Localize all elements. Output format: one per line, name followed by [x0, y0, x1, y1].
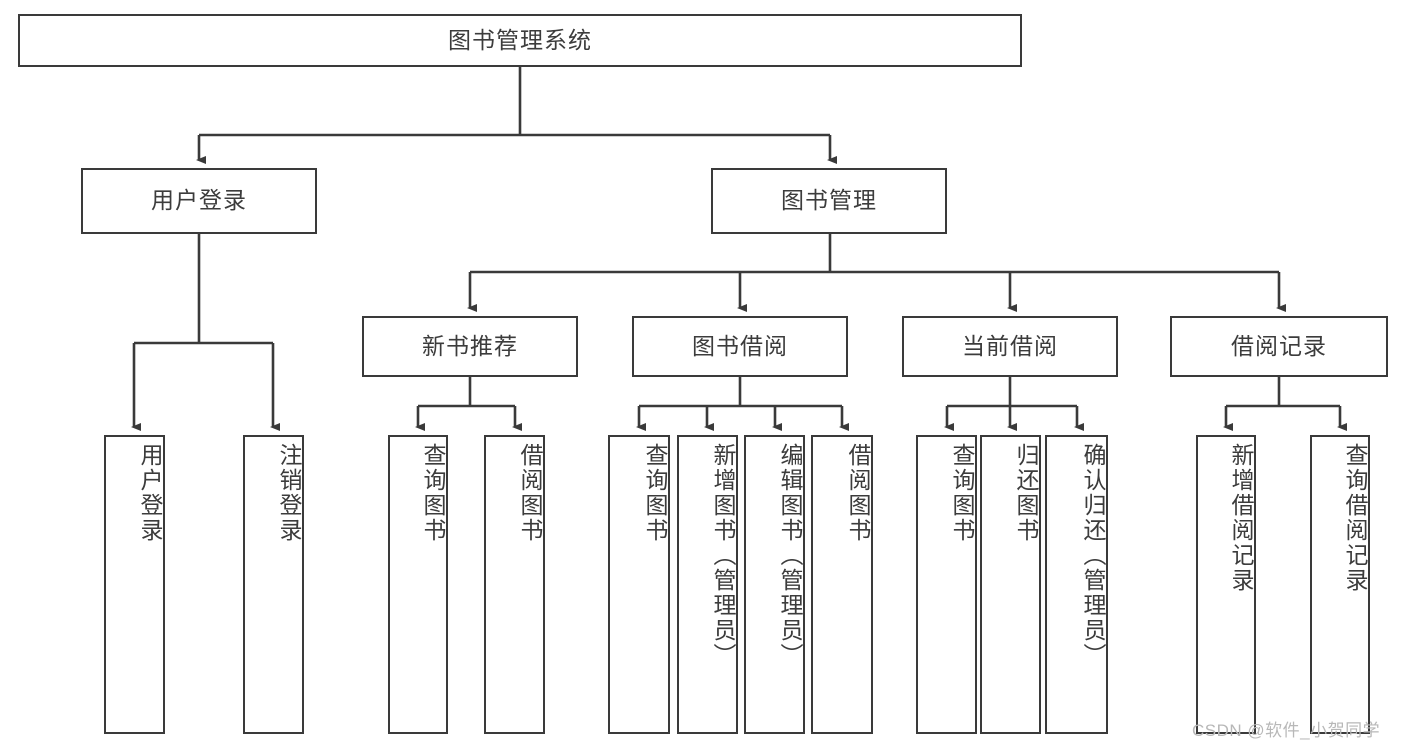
- leaf-label: 查询借阅记录: [1342, 443, 1368, 593]
- leaf-edit-book-admin[interactable]: 编辑图书（管理员）: [744, 435, 805, 734]
- leaf-return-book[interactable]: 归还图书: [980, 435, 1041, 734]
- leaf-label: 用户登录: [137, 443, 163, 543]
- csdn-watermark: CSDN @软件_小贺同学: [1192, 721, 1381, 740]
- leaf-confirm-return-admin[interactable]: 确认归还（管理员）: [1045, 435, 1108, 734]
- leaf-borrow-book-newbook[interactable]: 借阅图书: [484, 435, 545, 734]
- node-user-login[interactable]: 用户登录: [81, 168, 317, 234]
- leaf-label: 查询图书: [642, 443, 668, 543]
- leaf-user-login[interactable]: 用户登录: [104, 435, 165, 734]
- leaf-query-book-newbook[interactable]: 查询图书: [388, 435, 448, 734]
- leaf-label: 确认归还（管理员）: [1080, 443, 1106, 668]
- leaf-add-book-admin[interactable]: 新增图书（管理员）: [677, 435, 738, 734]
- leaf-add-borrow-record[interactable]: 新增借阅记录: [1196, 435, 1256, 734]
- leaf-label: 查询图书: [420, 443, 446, 543]
- leaf-label: 编辑图书（管理员）: [777, 443, 803, 668]
- node-book-management[interactable]: 图书管理: [711, 168, 947, 234]
- leaf-label: 查询图书: [949, 443, 975, 543]
- node-root-system[interactable]: 图书管理系统: [18, 14, 1022, 67]
- node-new-book-recommend[interactable]: 新书推荐: [362, 316, 578, 377]
- leaf-label: 新增借阅记录: [1228, 443, 1254, 593]
- leaf-query-borrow-record[interactable]: 查询借阅记录: [1310, 435, 1370, 734]
- leaf-query-book-current[interactable]: 查询图书: [916, 435, 977, 734]
- leaf-query-book-borrow[interactable]: 查询图书: [608, 435, 670, 734]
- leaf-borrow-book[interactable]: 借阅图书: [811, 435, 873, 734]
- leaf-logout-login[interactable]: 注销登录: [243, 435, 304, 734]
- leaf-label: 借阅图书: [845, 443, 871, 543]
- node-current-borrow[interactable]: 当前借阅: [902, 316, 1118, 377]
- leaf-label: 借阅图书: [517, 443, 543, 543]
- node-book-borrow[interactable]: 图书借阅: [632, 316, 848, 377]
- leaf-label: 归还图书: [1013, 443, 1039, 543]
- leaf-label: 新增图书（管理员）: [710, 443, 736, 668]
- leaf-label: 注销登录: [276, 443, 302, 543]
- node-borrow-records[interactable]: 借阅记录: [1170, 316, 1388, 377]
